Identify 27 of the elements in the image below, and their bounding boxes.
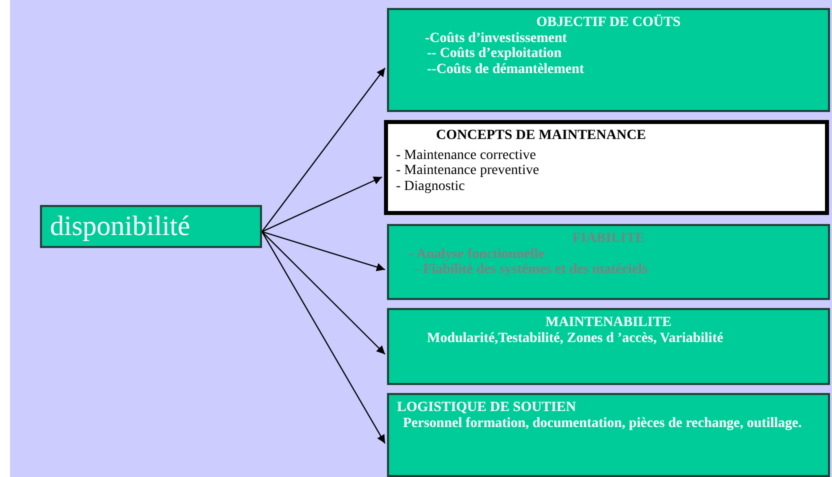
category-box [387, 393, 830, 477]
box-text: -- Coûts d’exploitation [427, 46, 563, 62]
node-label: disponibilité [50, 211, 191, 242]
box-text: - Fiabilité des systémes et des matériels [415, 262, 648, 278]
category-box [387, 8, 830, 112]
arrow [262, 68, 386, 232]
arrow [262, 176, 382, 232]
box-heading: OBJECTIF DE COÜTS [535, 15, 682, 31]
box-heading: FIABILITE [571, 231, 646, 247]
box-text: - Maintenance corrective [396, 148, 537, 164]
arrow [262, 231, 386, 272]
box-text: - Maintenance preventive [396, 163, 540, 180]
category-box [387, 224, 830, 300]
box-text: Modularité,Testabilité, Zones d ’accès, Variabilité [427, 330, 724, 346]
box-text: - Diagnostic [396, 179, 466, 195]
box-heading: LOGISTIQUE DE SOUTIEN [397, 400, 577, 416]
box-text: - Analyse fonctionnelle [409, 246, 546, 262]
box-text: -Coûts d’investissement [425, 30, 568, 46]
box-text: --Coûts de démantèlement [427, 62, 586, 78]
main-box [40, 205, 262, 248]
arrow [261, 231, 386, 444]
box-heading: CONCEPTS DE MAINTENANCE [436, 128, 648, 144]
box-heading: MAINTENABILITE [544, 315, 673, 331]
box-text: Personnel formation, documentation, pièces de rechange, outillage. [403, 416, 803, 432]
category-box [384, 120, 829, 215]
category-box [387, 308, 830, 385]
arrow [262, 231, 386, 355]
